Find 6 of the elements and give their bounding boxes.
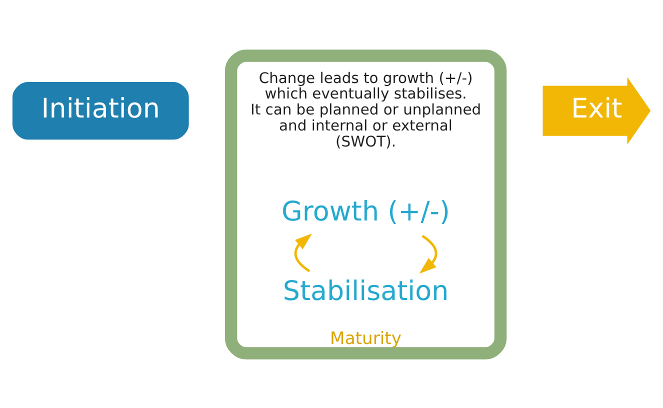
node-text: Change leads to growth (+/-) which eventually stabilises. It can be planned or unplanned and internal or external (SWOT). xyxy=(250,69,482,150)
node-text: Growth (+/-) xyxy=(282,196,450,228)
node-text: Stabilisation xyxy=(282,276,449,307)
arrow xyxy=(294,233,312,272)
arrow xyxy=(419,234,438,274)
node-box: Initiation xyxy=(12,82,189,140)
